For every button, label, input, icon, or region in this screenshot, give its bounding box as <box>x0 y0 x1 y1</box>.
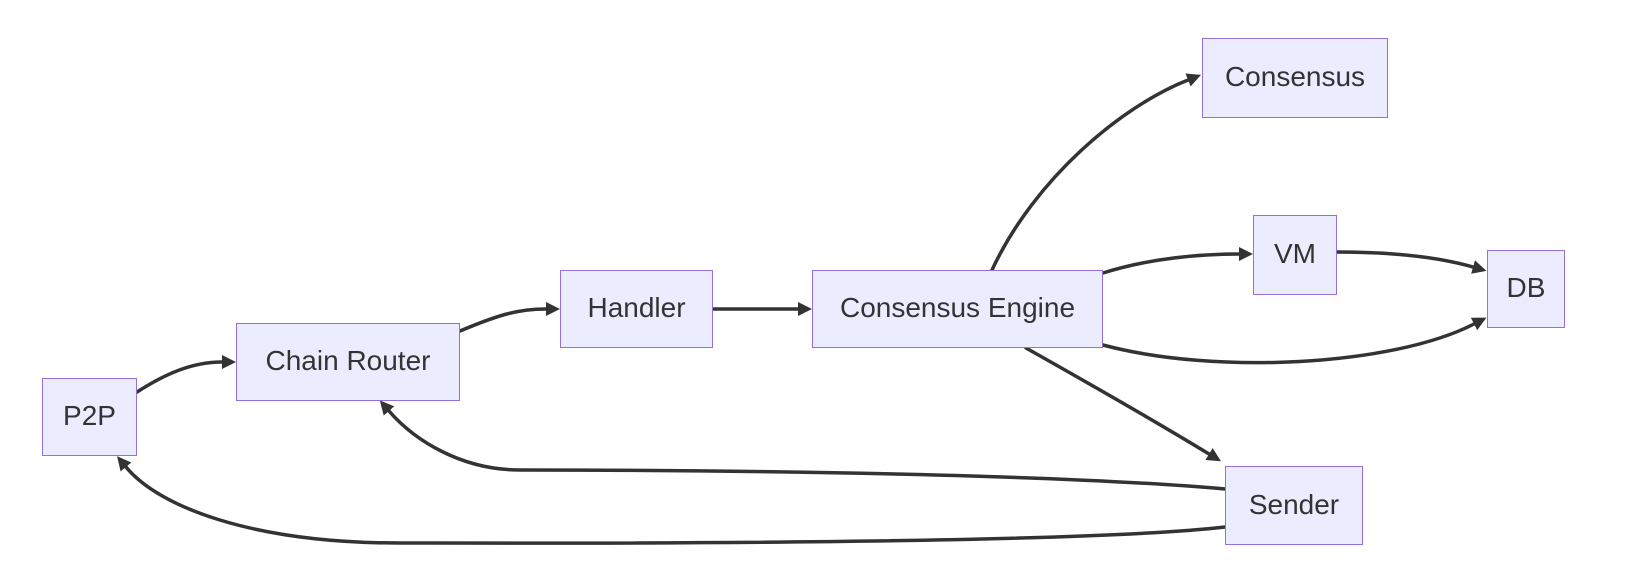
node-consensus: Consensus <box>1202 38 1388 118</box>
node-sender: Sender <box>1225 466 1363 545</box>
edge-sender-to-p2p <box>117 456 1227 545</box>
node-p2p: P2P <box>42 378 137 456</box>
node-label-db: DB <box>1506 272 1546 303</box>
node-label-consensus: Consensus <box>1224 61 1366 92</box>
node-consensus-engine: Consensus Engine <box>812 270 1103 348</box>
node-label-p2p: P2P <box>63 400 116 431</box>
edge-consensus-engine-to-db <box>1101 317 1487 365</box>
edge-chain-router-to-handler <box>458 302 560 333</box>
node-vm: VM <box>1253 215 1337 295</box>
node-label-chain-router: Chain Router <box>265 345 431 376</box>
edge-vm-to-db <box>1335 250 1487 274</box>
node-label-consensus-engine: Consensus Engine <box>839 292 1076 323</box>
edge-consensus-engine-to-sender <box>1024 346 1221 462</box>
node-label-sender: Sender <box>1248 488 1340 520</box>
edge-consensus-engine-to-consensus <box>990 73 1202 272</box>
node-handler: Handler <box>560 270 713 348</box>
edge-sender-to-chain-router <box>379 400 1227 491</box>
node-chain-router: Chain Router <box>236 323 460 401</box>
edge-consensus-engine-to-vm <box>1101 247 1253 275</box>
node-label-handler: Handler <box>587 292 686 323</box>
edge-p2p-to-chain-router <box>135 355 236 394</box>
node-db: DB <box>1487 250 1565 328</box>
node-label-vm: VM <box>1274 238 1316 269</box>
